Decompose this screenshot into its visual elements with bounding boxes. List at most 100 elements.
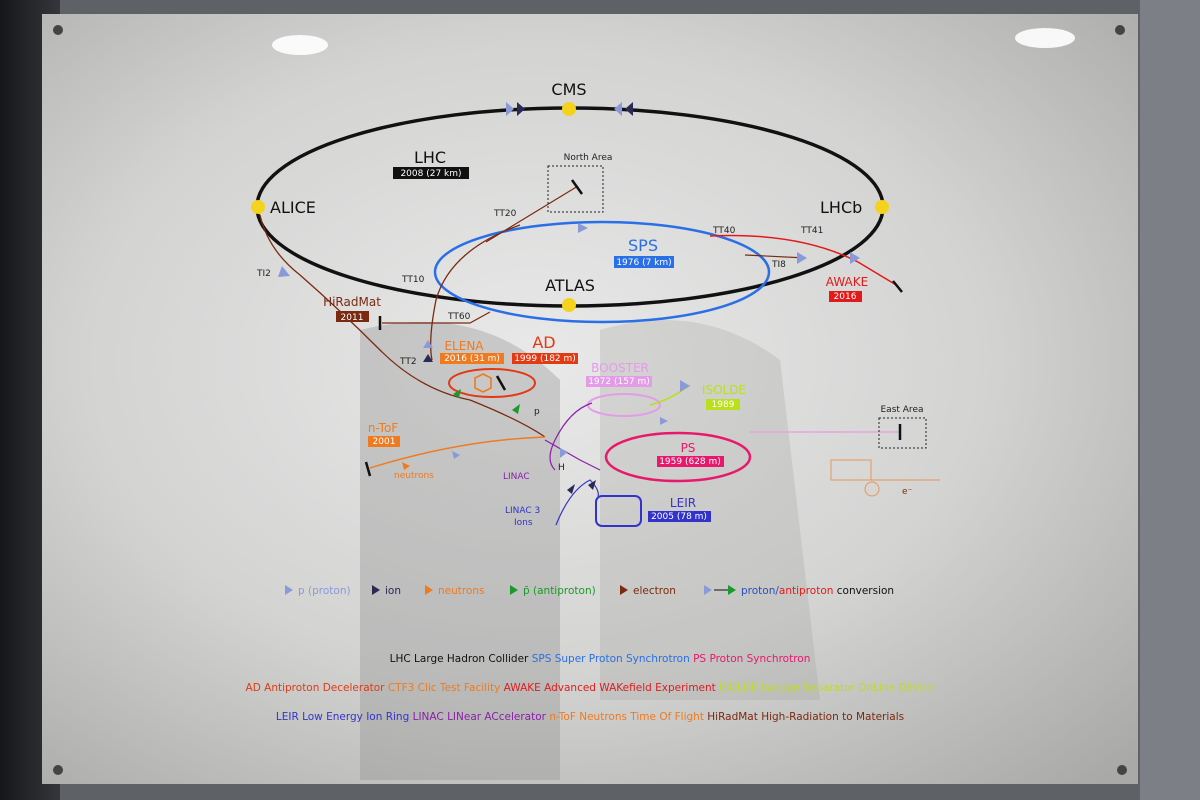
ti2-label: TI2 (256, 269, 271, 279)
lhc-year-badge (393, 167, 469, 179)
sps-name: SPS (628, 236, 658, 255)
neutron-marker-icon (425, 585, 433, 595)
glossary-full: Isotope Separator OnLine DEvice (761, 682, 934, 694)
ad-name: AD (532, 333, 555, 352)
glossary-abbr: LEIR (276, 711, 302, 723)
elena-year-badge (440, 353, 504, 364)
tt2-label: TT2 (399, 357, 417, 367)
legend-item-electron: electron (633, 585, 676, 597)
glossary-full: High-Radiation to Materials (761, 711, 904, 723)
ntof-year: 2001 (373, 437, 396, 447)
screw-icon (53, 765, 63, 775)
alice-point-icon (251, 200, 265, 214)
glossary-full: Proton Synchrotron (709, 653, 810, 665)
ntof-year-badge (368, 436, 400, 447)
ps-year-badge (657, 456, 724, 467)
hiradmat-name: HiRadMat (323, 295, 381, 309)
tt40-label: TT40 (712, 226, 736, 236)
glossary-full: Large Hadron Collider (414, 653, 529, 665)
electron-marker-icon (620, 585, 628, 595)
lhcb-point-icon (875, 200, 889, 214)
glossary-abbr: LINAC (409, 711, 447, 723)
ion-arrow-icon (625, 102, 633, 116)
ad-year-badge (512, 353, 578, 364)
p-label: p (534, 407, 540, 417)
proton-marker-icon (285, 585, 293, 595)
proton-arrow-icon (506, 102, 514, 116)
ion-arrow-icon (517, 102, 525, 116)
ti8-label: TI8 (771, 260, 786, 270)
isolde-name: ISOLDE (702, 383, 746, 397)
north-area-box (547, 165, 604, 213)
ps-ring (604, 431, 752, 483)
linac3-label: LINAC 3 (505, 506, 540, 516)
ions-label: Ions (514, 518, 533, 528)
glossary-abbr: ISOLDE (716, 682, 761, 694)
awake-name: AWAKE (826, 275, 868, 289)
antiproton-marker-icon (510, 585, 518, 595)
glossary-row-1: LHC Large Hadron Collider SPS Super Prot… (390, 653, 811, 665)
lhc-year: 2008 (27 km) (400, 169, 461, 179)
glossary-full: Super Proton Synchrotron (555, 653, 690, 665)
leir-name: LEIR (670, 496, 696, 510)
tt20-label: TT20 (493, 209, 517, 219)
glossary-row-3: LEIR Low Energy Ion Ring LINAC LINear AC… (276, 711, 904, 723)
hiradmat-year: 2011 (341, 313, 364, 323)
elena-ring (474, 373, 492, 393)
glossary-full: LINear ACcelerator (447, 711, 547, 723)
particle-legend: p (proton) ion neutrons p̄ (antiproton) … (285, 585, 894, 597)
screw-icon (1117, 765, 1127, 775)
glossary-full: Clic Test Facility (418, 682, 501, 694)
isolde-year: 1989 (712, 400, 735, 410)
glossary-abbr: CTF3 (385, 682, 418, 694)
tt10-label: TT10 (401, 275, 425, 285)
legend-item-neutrons: neutrons (438, 585, 485, 597)
legend-item-ion: ion (385, 585, 401, 597)
north-area-label: North Area (564, 153, 613, 163)
elena-name: ELENA (444, 339, 484, 353)
glossary-full: Advanced WAKefield Experiment (544, 682, 716, 694)
east-area-label: East Area (881, 405, 924, 415)
elena-year: 2016 (31 m) (444, 354, 500, 364)
h-label: H (558, 463, 565, 473)
ad-ring (448, 368, 536, 398)
glass-panel (42, 14, 1138, 784)
legend-conversion: proton/antiproton conversion (741, 585, 894, 597)
alice-label: ALICE (270, 198, 316, 217)
lhc-name: LHC (414, 148, 446, 167)
east-area-box (878, 417, 927, 449)
glossary-abbr: HiRadMat (704, 711, 761, 723)
hiradmat-year-badge (336, 311, 369, 322)
conversion-marker-icon (704, 585, 712, 595)
legend-item-proton: p (proton) (298, 585, 351, 597)
sps-ring (433, 220, 771, 324)
glossary-abbr: PS (690, 653, 710, 665)
atlas-label: ATLAS (545, 276, 595, 295)
glossary: LHC Large Hadron Collider SPS Super Prot… (246, 653, 935, 723)
linac2-label: LINAC (503, 472, 530, 482)
isolde-year-badge (706, 399, 740, 410)
leir-year-badge (648, 511, 711, 522)
neutrons-label: neutrons (394, 471, 434, 481)
ion-marker-icon (372, 585, 380, 595)
electron-label: e⁻ (902, 487, 913, 497)
leir-ring (595, 495, 642, 527)
awake-year-badge (829, 291, 862, 302)
screw-icon (1115, 25, 1125, 35)
booster-year-badge (586, 376, 652, 387)
atlas-point-icon (562, 298, 576, 312)
lhcb-label: LHCb (820, 198, 862, 217)
glossary-full: Low Energy Ion Ring (302, 711, 409, 723)
glossary-full: Antiproton Decelerator (264, 682, 385, 694)
glossary-abbr: AD (246, 682, 265, 694)
glossary-abbr: LHC (390, 653, 414, 665)
glossary-row-2: AD Antiproton Decelerator CTF3 Clic Test… (246, 682, 935, 694)
glossary-abbr: AWAKE (500, 682, 544, 694)
cms-point-icon (562, 102, 576, 116)
tt60-label: TT60 (447, 312, 471, 322)
glossary-abbr: SPS (528, 653, 554, 665)
awake-year: 2016 (834, 292, 857, 302)
glossary-full: Neutrons Time Of Flight (579, 711, 704, 723)
cms-label: CMS (551, 80, 586, 99)
